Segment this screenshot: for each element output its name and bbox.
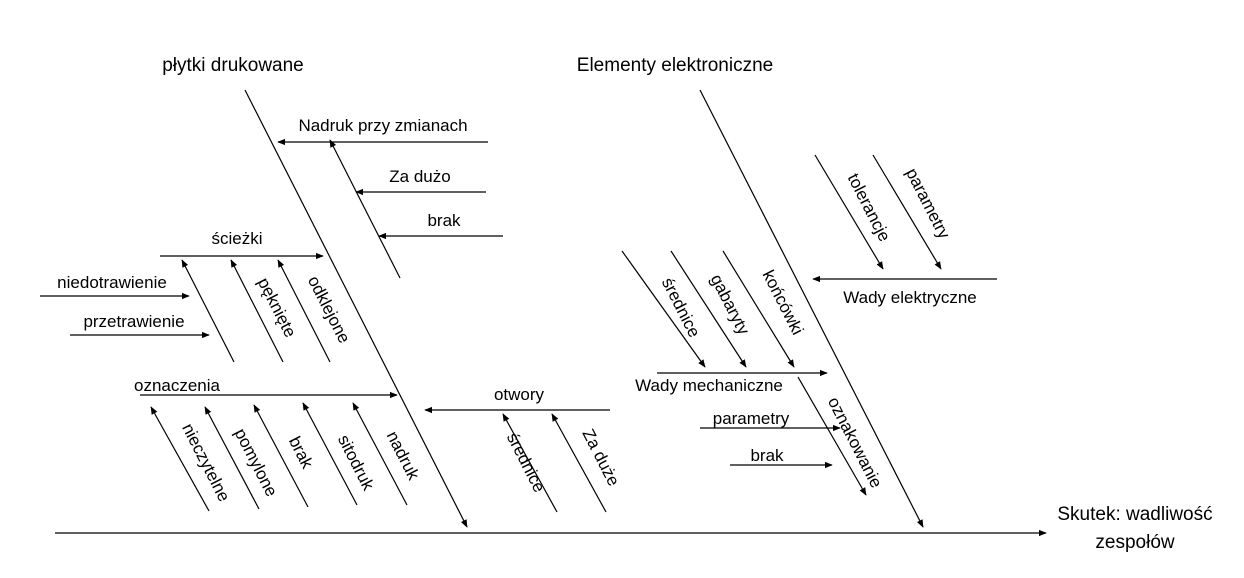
oznakowanie-sub-bone (797, 376, 867, 496)
nadruk-zmiany-label: Nadruk przy zmianach (298, 116, 467, 135)
za-duze-label: Za duże (578, 426, 623, 489)
sciezki-label: ścieżki (211, 229, 262, 248)
parametry-el-arrow (872, 154, 942, 270)
otwory-srednice-label: średnice (503, 430, 549, 496)
odklejone-label: odklejone (304, 273, 354, 346)
sitodruk-arrow (302, 402, 358, 506)
koncowki-label: końcówki (759, 267, 808, 338)
otwory-label: otwory (494, 385, 545, 404)
przetrawienie-label: przetrawienie (83, 312, 184, 331)
gabaryty-arrow (670, 250, 747, 368)
otwory-srednice-arrow (502, 413, 558, 513)
wady-mechaniczne-label: Wady mechaniczne (635, 376, 783, 395)
tolerancje-arrow (814, 154, 884, 270)
category-pcb-title: płytki drukowane (162, 55, 304, 76)
sciezki-sub-bone (181, 259, 235, 363)
mech-srednice-label: średnice (658, 275, 704, 341)
pekniete-arrow (230, 259, 284, 363)
nadruk-zmiany-sub-bone (329, 139, 401, 279)
oznakowanie-parametry-label: parametry (713, 409, 790, 428)
parametry-el-label: parametry (902, 165, 954, 242)
pcb-main-bone (244, 89, 468, 528)
oznaczenia-brak-label: brak (285, 433, 317, 472)
oznaczenia-label: oznaczenia (134, 376, 221, 395)
effect-label-line2: zespołów (1095, 532, 1174, 553)
tolerancje-label: tolerancje (844, 170, 894, 244)
nadruk-label: nadruk (383, 428, 424, 483)
pomylone-arrow (204, 406, 260, 510)
nadruk-arrow (352, 402, 408, 506)
pomylone-label: pomylone (231, 425, 281, 499)
odklejone-arrow (277, 259, 331, 363)
mech-srednice-arrow (621, 250, 706, 368)
pcb-brak-label: brak (427, 211, 461, 230)
effect-label-line1: Skutek: wadliwość (1057, 504, 1212, 525)
za-duze-arrow (551, 413, 607, 513)
pekniete-label: pęknięte (254, 275, 300, 341)
oznakowanie-brak-label: brak (750, 446, 784, 465)
electronic-main-bone (699, 89, 924, 528)
oznaczenia-brak-arrow (253, 404, 309, 508)
nieczytelne-arrow (150, 406, 210, 512)
wady-elektryczne-label: Wady elektryczne (843, 288, 977, 307)
nieczytelne-label: nieczytelne (178, 420, 234, 504)
koncowki-arrow (722, 250, 795, 368)
category-electronic-title: Elementy elektroniczne (577, 55, 773, 76)
za-duzo-label: Za dużo (389, 167, 450, 186)
sitodruk-label: sitodruk (334, 432, 378, 494)
gabaryty-label: gabaryty (707, 271, 754, 338)
niedotrawienie-label: niedotrawienie (57, 273, 167, 292)
